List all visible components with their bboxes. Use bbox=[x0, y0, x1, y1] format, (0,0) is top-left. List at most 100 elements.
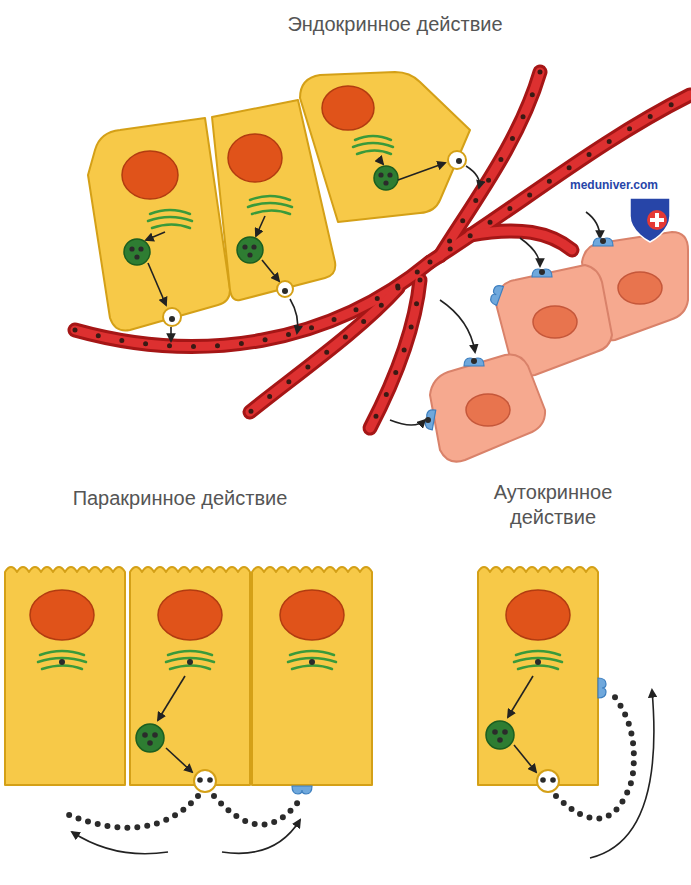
blood-vessel bbox=[440, 72, 540, 256]
hormone-dot bbox=[425, 417, 431, 423]
hormone-dot bbox=[242, 244, 247, 249]
transport-arrow bbox=[256, 216, 265, 236]
secretory-vesicle bbox=[374, 166, 398, 190]
transport-arrow bbox=[378, 158, 383, 164]
hormone-dot bbox=[497, 737, 503, 743]
cell-nucleus bbox=[228, 134, 282, 182]
receptor bbox=[593, 238, 613, 246]
hormone-dot bbox=[207, 777, 213, 783]
diffusion-arrow bbox=[590, 690, 654, 858]
hormone-dot bbox=[502, 729, 508, 735]
golgi-apparatus bbox=[148, 136, 393, 228]
transport-arrow bbox=[262, 260, 279, 281]
golgi-apparatus bbox=[514, 651, 562, 669]
hormone-dot bbox=[134, 254, 139, 259]
secretory-vesicle bbox=[136, 721, 514, 752]
receptor bbox=[424, 409, 435, 430]
endocrine-cell bbox=[88, 72, 470, 331]
receptor bbox=[598, 678, 606, 698]
hormone-dot bbox=[456, 158, 462, 164]
section-heading: Паракринное действие bbox=[20, 486, 340, 511]
blood-vessel bbox=[470, 231, 572, 250]
hormone-dot bbox=[147, 740, 153, 746]
secretory-vesicle bbox=[237, 237, 263, 263]
blood-vessel bbox=[430, 95, 690, 262]
transport-arrow bbox=[398, 163, 445, 180]
hormone-dot bbox=[138, 246, 143, 251]
cell-nucleus bbox=[30, 590, 570, 640]
hormone-stream bbox=[556, 696, 634, 819]
secretion-notch bbox=[163, 308, 181, 326]
golgi-apparatus bbox=[38, 651, 86, 669]
cell-nucleus bbox=[30, 590, 94, 640]
golgi-apparatus bbox=[288, 651, 336, 669]
golgi-apparatus bbox=[38, 651, 562, 669]
secretory-vesicle bbox=[486, 721, 514, 749]
paracrine-cell bbox=[130, 567, 250, 785]
hormone-stream bbox=[62, 796, 198, 828]
target-cell bbox=[430, 232, 688, 462]
hormone-dot bbox=[247, 252, 252, 257]
secretory-vesicle bbox=[124, 239, 150, 265]
hormone-dot bbox=[387, 172, 392, 177]
blood-vessel bbox=[430, 95, 690, 262]
cell-nucleus bbox=[280, 590, 344, 640]
hormone-dot bbox=[59, 659, 556, 783]
hormone-dot bbox=[378, 172, 383, 177]
endocrine-cell bbox=[88, 118, 230, 331]
secretion-notch bbox=[194, 770, 559, 792]
blood-vessel bbox=[430, 95, 690, 262]
endocrine-cell bbox=[300, 72, 470, 222]
secretion-notch bbox=[163, 151, 466, 326]
golgi-apparatus bbox=[148, 210, 192, 228]
hormone-dot bbox=[197, 777, 203, 783]
secretion-notch bbox=[448, 151, 466, 169]
secretion-notch bbox=[194, 770, 216, 792]
hormone-dot bbox=[309, 659, 315, 665]
hormone-dot bbox=[251, 244, 256, 249]
cell-nucleus bbox=[466, 394, 510, 426]
blood-vessel bbox=[75, 72, 690, 428]
hormone-dot bbox=[600, 238, 606, 244]
blood-vessel bbox=[250, 288, 398, 412]
diffusion-arrow bbox=[222, 820, 300, 853]
hormone-dot bbox=[539, 269, 545, 275]
receptor bbox=[424, 238, 613, 430]
hormone-stream bbox=[214, 796, 298, 825]
blood-vessel bbox=[250, 288, 398, 412]
hormone-dot bbox=[535, 659, 541, 665]
golgi-apparatus bbox=[166, 651, 214, 669]
transport-arrow bbox=[148, 263, 166, 305]
transport-arrow bbox=[520, 238, 540, 266]
transport-arrow bbox=[146, 232, 165, 240]
hormone-dot bbox=[425, 238, 606, 423]
hormone-dot bbox=[129, 172, 392, 259]
hormone-dot bbox=[540, 777, 546, 783]
blood-vessel bbox=[75, 72, 690, 428]
cell-nucleus bbox=[158, 590, 222, 640]
receptor bbox=[292, 678, 606, 794]
hormone-dot bbox=[187, 659, 193, 665]
cell-nucleus bbox=[506, 590, 570, 640]
cell-nucleus bbox=[322, 86, 374, 130]
transport-arrow bbox=[466, 166, 479, 188]
hormone-dot bbox=[129, 246, 134, 251]
hormone-dot bbox=[471, 358, 477, 364]
watermark-shield bbox=[630, 198, 670, 242]
target-cell bbox=[430, 354, 545, 461]
transport-arrow bbox=[514, 745, 536, 772]
transport-arrow bbox=[390, 420, 425, 425]
golgi-apparatus bbox=[248, 196, 292, 214]
hormone-dot bbox=[383, 180, 388, 185]
section-heading: Эндокринное действие bbox=[230, 12, 560, 37]
transport-arrow bbox=[158, 676, 536, 772]
transport-arrow bbox=[508, 676, 533, 717]
receptor bbox=[292, 786, 312, 794]
transport-arrow bbox=[440, 300, 475, 352]
cell-nucleus bbox=[122, 86, 374, 199]
watermark: meduniver.com bbox=[570, 178, 682, 193]
watermark-shield bbox=[650, 218, 664, 222]
blood-vessel bbox=[370, 280, 420, 428]
